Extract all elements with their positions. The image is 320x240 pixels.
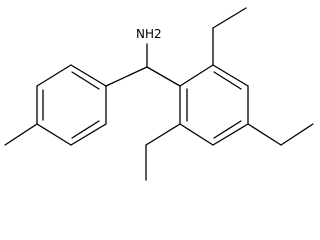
methoxy-group-bottom [145,123,181,181]
amine-group-label: NH2 [136,27,162,41]
methoxy-bond [280,123,314,146]
ring-bond [212,123,249,146]
ring-double-bond [71,71,100,90]
ring-bond [36,123,72,146]
bond-ch-to-aryl [146,66,181,87]
ring-bond [70,123,107,146]
methoxy-bond [145,123,181,146]
methyl-bond [4,123,38,146]
methoxy-group-top [212,7,247,66]
methoxy-group-right [247,123,314,146]
ring-double-bond [71,120,100,139]
molecule-structure-diagram: NH2 [4,7,314,181]
ring-bond [36,64,72,87]
ring-bond [212,64,249,87]
ring-bond [179,123,214,146]
tolyl-ring [36,64,107,146]
bond-tolyl-to-ch [105,66,148,87]
ring-bond [70,64,107,87]
methoxy-bond [212,7,247,29]
ring-bond [179,64,214,87]
ring-double-bond [213,120,242,139]
ring-double-bond [213,71,242,90]
trimethoxyphenyl-ring [179,64,249,146]
methoxy-bond [247,123,282,146]
